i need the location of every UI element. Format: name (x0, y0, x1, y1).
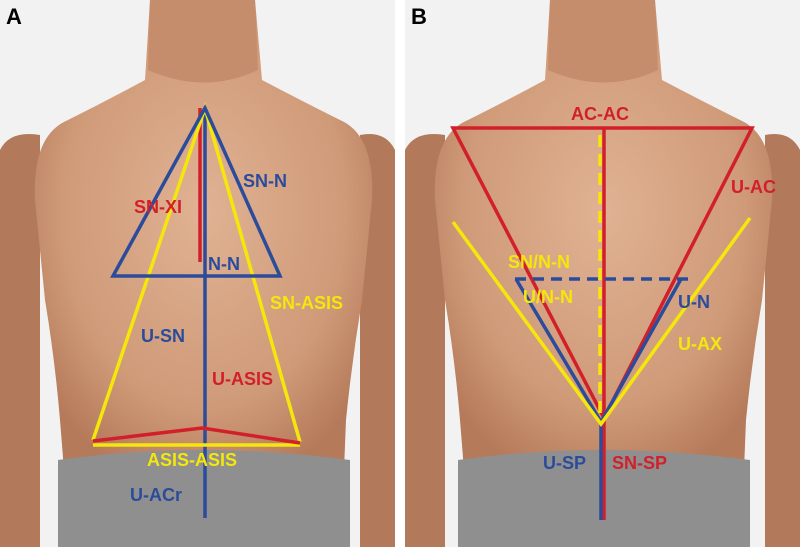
panel-a-line-sn-n (110, 104, 283, 278)
label-sn-n: SN-N (243, 171, 287, 191)
label-u-sp: U-SP (543, 453, 586, 473)
label-ac-ac: AC-AC (571, 104, 629, 124)
panel-b-line-u-ax (451, 216, 752, 427)
label-sn-xi: SN-XI (134, 197, 182, 217)
label-u-ac: U-AC (731, 177, 776, 197)
panel-b-letter: B (411, 4, 427, 29)
panel-b-right-arm (765, 134, 800, 547)
label-u-asis: U-ASIS (212, 369, 273, 389)
label-n-n: N-N (208, 254, 240, 274)
label-u-n: U-N (678, 292, 710, 312)
panel-b-neck (548, 0, 658, 83)
label-asis-asis: ASIS-ASIS (147, 450, 237, 470)
panel-a: A SN-XI SN-N N-N SN-ASIS U-SN U-ASIS ASI… (0, 0, 395, 547)
panel-b: B AC-AC U-AC SN/N-N U/N-N U-N U-AX U-SP … (405, 0, 800, 547)
panel-a-left-arm (0, 134, 40, 547)
panel-b-left-arm (405, 134, 445, 547)
label-u-ax: U-AX (678, 334, 722, 354)
label-sn-asis: SN-ASIS (270, 293, 343, 313)
label-sn-sp: SN-SP (612, 453, 667, 473)
label-u-sn: U-SN (141, 326, 185, 346)
label-sn-n-n: SN/N-N (508, 252, 570, 272)
panel-a-right-arm (360, 134, 395, 547)
label-u-n-n: U/N-N (523, 287, 573, 307)
panel-a-line-u-asis (92, 426, 301, 445)
label-u-acr: U-ACr (130, 485, 182, 505)
panel-divider (395, 0, 405, 547)
panel-a-neck (148, 0, 258, 83)
panel-a-letter: A (6, 4, 22, 29)
